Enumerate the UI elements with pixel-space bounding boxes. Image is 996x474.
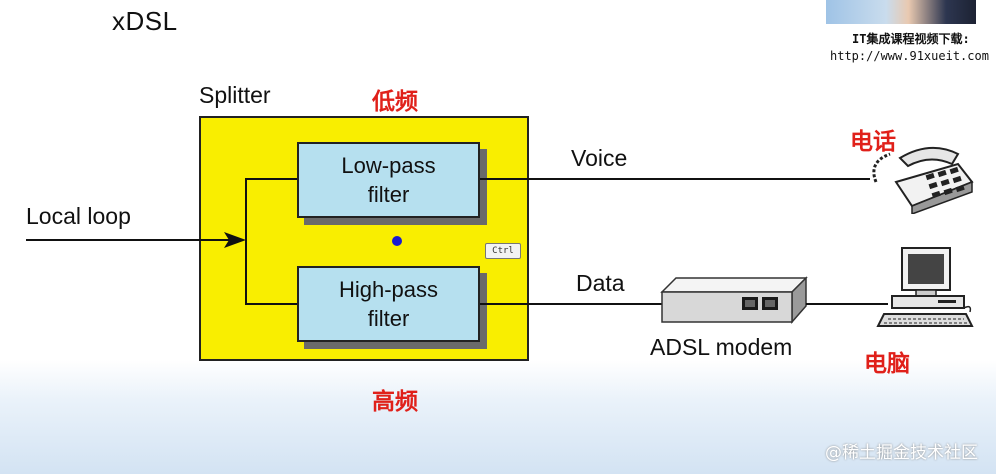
- low-frequency-annotation: 低频: [372, 89, 418, 115]
- data-label: Data: [576, 270, 625, 296]
- computer-annotation: 电脑: [864, 351, 910, 377]
- high-frequency-annotation: 高频: [372, 389, 418, 415]
- high-pass-filter-line1: High-pass: [338, 277, 439, 302]
- branch-vertical-line: [245, 178, 247, 305]
- branch-to-lowpass-line: [245, 178, 298, 180]
- voice-label: Voice: [571, 145, 628, 171]
- telephone-icon: [872, 147, 974, 214]
- phone-annotation: 电话: [850, 129, 896, 155]
- splitter-label: Splitter: [199, 82, 271, 108]
- local-loop-line: [26, 239, 234, 241]
- high-pass-filter-line2: filter: [367, 306, 410, 331]
- modem-to-computer-line: [806, 303, 888, 305]
- data-line: [480, 303, 664, 305]
- local-loop-label: Local loop: [26, 203, 131, 229]
- branch-to-highpass-line: [245, 303, 298, 305]
- ad-text-line1: IT集成课程视频下载:: [852, 32, 970, 46]
- ctrl-badge: Ctrl: [485, 243, 521, 259]
- computer-icon: [876, 247, 974, 327]
- low-pass-filter-box: Low-pass filter: [297, 142, 480, 218]
- cursor-dot: [392, 236, 402, 246]
- high-pass-filter-box: High-pass filter: [297, 266, 480, 342]
- page-title: xDSL: [112, 6, 178, 36]
- presenter-video-thumbnail: [826, 0, 976, 24]
- low-pass-filter-line2: filter: [367, 182, 410, 207]
- adsl-modem-label: ADSL modem: [650, 334, 793, 360]
- ad-text-line2: http://www.91xueit.com: [830, 49, 989, 63]
- arrow-head-icon: [224, 232, 246, 248]
- watermark: @稀土掘金技术社区: [825, 443, 978, 463]
- low-pass-filter-line1: Low-pass: [341, 153, 436, 178]
- adsl-modem-icon: [660, 276, 808, 324]
- voice-line: [480, 178, 870, 180]
